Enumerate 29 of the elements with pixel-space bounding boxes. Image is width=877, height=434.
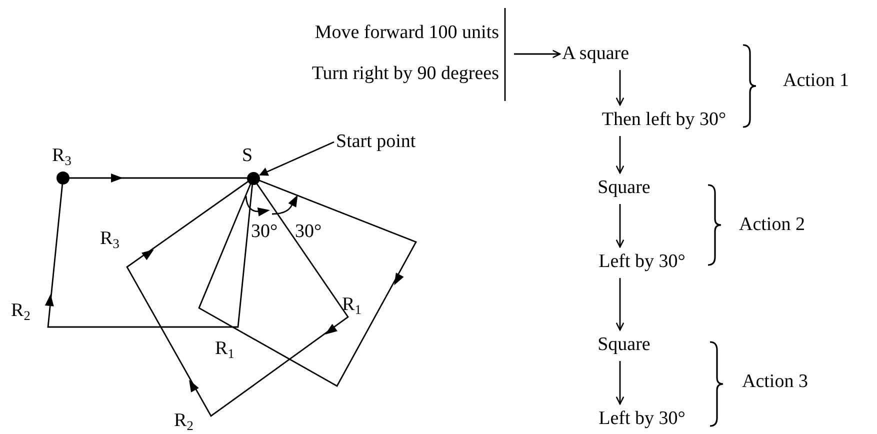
down-arrow	[616, 278, 624, 331]
diagram-label: R$_{1}$	[342, 294, 362, 318]
point-label: S	[242, 145, 253, 168]
action-label: Action 3	[742, 371, 808, 394]
step-text: Start point	[336, 131, 416, 153]
step-text: Square	[598, 177, 650, 199]
step-text: Turn right by 90 degrees	[312, 62, 499, 84]
down-arrow	[616, 136, 624, 174]
down-arrow	[616, 70, 624, 106]
step-text: Then left by 30°	[602, 109, 726, 131]
down-arrow	[616, 361, 624, 405]
step-text: Left by 30°	[598, 251, 686, 273]
diagram-label: 30°	[295, 221, 322, 244]
step-text: Move forward 100 units	[314, 22, 499, 44]
step-text: Left by 30°	[598, 408, 686, 430]
point-dot	[246, 172, 260, 184]
step-text: A square	[562, 43, 630, 65]
step-text: Square	[598, 334, 650, 356]
down-arrow	[616, 204, 624, 248]
implies-arrow	[514, 50, 561, 58]
diagram-label: R$_{3}$	[52, 145, 72, 169]
action-label: Action 2	[739, 214, 805, 237]
leader-arrow	[259, 141, 334, 176]
diagram-label: R$_{3}$	[100, 228, 120, 252]
diagram-label: 30°	[251, 221, 278, 244]
diagram-label: R$_{2}$	[11, 300, 30, 324]
diagram-label: R$_{2}$	[174, 410, 194, 434]
diagram-label: R$_{1}$	[215, 338, 234, 362]
action-label: Action 1	[783, 70, 849, 93]
